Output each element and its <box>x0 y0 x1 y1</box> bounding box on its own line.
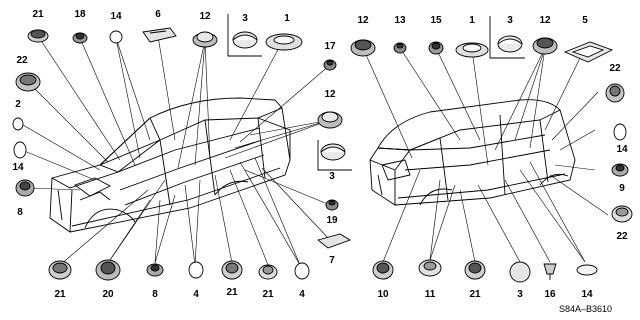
callout-label: 14 <box>110 11 122 22</box>
part-icons <box>12 14 633 283</box>
callout-label: 2 <box>15 99 21 110</box>
plug-1-icon <box>265 33 303 51</box>
callout-label: 9 <box>619 183 625 194</box>
callout-label: 8 <box>152 289 158 300</box>
callout-label: 12 <box>539 15 551 26</box>
grommet-12-icon <box>192 31 218 48</box>
grommet-22c-icon <box>611 205 633 223</box>
callout-label: 1 <box>469 15 475 26</box>
grommet-20-icon <box>95 259 121 281</box>
callout-label: 17 <box>324 41 336 52</box>
callout-label: 19 <box>326 215 338 226</box>
grommet-12b-icon <box>317 111 343 129</box>
grommet-19-icon <box>325 199 339 211</box>
callout-label: 6 <box>155 9 161 20</box>
o-ring-14b-icon <box>13 141 27 159</box>
callout-label: 14 <box>616 144 628 155</box>
grommet-22b-icon <box>605 83 625 103</box>
callout-label: 21 <box>54 289 66 300</box>
grommet-9-icon <box>611 163 629 177</box>
diagram-code: S84A–B3610 <box>558 304 612 314</box>
o-ring-4-icon <box>188 261 204 279</box>
disk-14-icon <box>576 264 598 276</box>
callout-label: 13 <box>394 15 406 26</box>
callout-label: 22 <box>16 55 28 66</box>
callout-label: 21 <box>469 289 481 300</box>
callout-label: 12 <box>324 89 336 100</box>
callout-label: 11 <box>424 289 436 300</box>
callout-label: 12 <box>199 11 211 22</box>
grommet-21-icon <box>27 29 49 43</box>
plug-3c-icon <box>497 35 523 53</box>
callout-label: 16 <box>544 289 556 300</box>
callout-label: 14 <box>581 289 593 300</box>
callout-label: 12 <box>357 15 369 26</box>
callout-label: 7 <box>329 255 335 266</box>
grommet-18-icon <box>72 32 88 44</box>
callout-label: 20 <box>102 289 114 300</box>
plug-3-icon <box>232 31 258 49</box>
callout-label: 22 <box>609 63 621 74</box>
grommet-8-icon <box>15 179 35 197</box>
plate-5-icon <box>563 41 614 63</box>
callout-label: 21 <box>226 287 238 298</box>
grommet-21d-icon <box>221 260 243 280</box>
callout-label: 8 <box>17 207 23 218</box>
callout-label: 10 <box>377 289 389 300</box>
callout-label: 3 <box>507 15 513 26</box>
callout-label: 5 <box>582 15 588 26</box>
grommet-10-icon <box>372 260 394 280</box>
callout-label: 1 <box>284 13 290 24</box>
grommet-12d-icon <box>532 37 558 55</box>
grommet-13-icon <box>393 42 407 54</box>
o-ring-14c-icon <box>613 123 627 141</box>
grommet-8b-icon <box>146 263 164 277</box>
left-car-body <box>49 97 291 233</box>
callout-label: 3 <box>517 289 523 300</box>
grommet-15-icon <box>428 41 444 55</box>
callout-label: 4 <box>193 289 199 300</box>
callout-label: 21 <box>262 289 274 300</box>
grommet-11-icon <box>418 259 442 277</box>
leader-lines <box>17 35 609 266</box>
o-ring-4b-icon <box>294 262 310 280</box>
callout-label: 15 <box>430 15 442 26</box>
callout-label: 4 <box>299 289 305 300</box>
grommet-22-icon <box>15 72 41 92</box>
grommet-12c-icon <box>350 39 376 57</box>
callout-label: 14 <box>12 162 24 173</box>
callout-label: 18 <box>74 9 86 20</box>
callout-label: 3 <box>329 171 335 182</box>
o-ring-14-icon <box>109 30 123 44</box>
right-car-body <box>369 99 576 206</box>
plug-3d-icon <box>509 261 531 283</box>
plug-3b-icon <box>320 143 346 161</box>
grommet-21f-icon <box>464 260 486 280</box>
grommet-21c-icon <box>48 260 72 280</box>
o-ring-2-icon <box>12 117 24 131</box>
plate-6-icon <box>142 27 177 43</box>
plug-1b-icon <box>455 42 489 58</box>
grommet-21e-icon <box>258 264 278 280</box>
plug-16-icon <box>543 263 557 280</box>
plate-7-icon <box>317 233 352 249</box>
callout-label: 3 <box>242 13 248 24</box>
callout-label: 22 <box>616 231 628 242</box>
callout-label: 21 <box>32 9 44 20</box>
grommet-17-icon <box>323 59 337 71</box>
